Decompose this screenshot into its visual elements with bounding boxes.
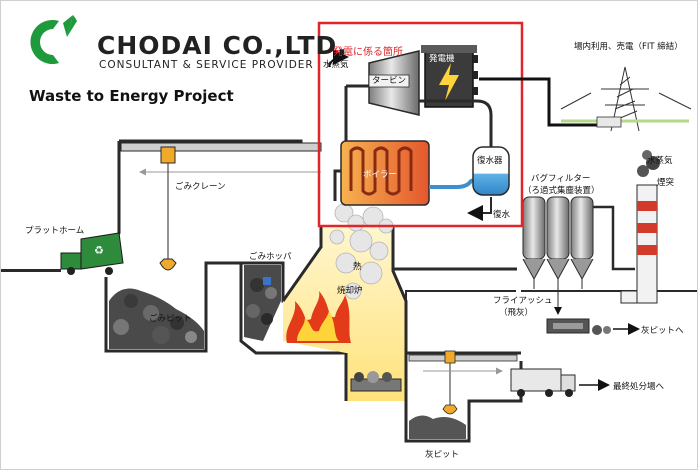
fly-ash-label-1: フライアッシュ bbox=[493, 296, 553, 306]
generator-label: 発電機 bbox=[429, 53, 455, 64]
heat-label: 熱 bbox=[353, 261, 362, 272]
crane-rail bbox=[120, 142, 322, 152]
pit-label: ごみピット bbox=[149, 313, 192, 324]
company-tagline: CONSULTANT & SERVICE PROVIDER bbox=[99, 59, 314, 71]
hopper-wall-left bbox=[239, 263, 346, 355]
project-title: Waste to Energy Project bbox=[29, 87, 234, 105]
steam-flow-arrow bbox=[328, 49, 349, 68]
condensate-arrow bbox=[467, 197, 492, 221]
chimney-icon bbox=[636, 150, 660, 304]
ash-grab-icon bbox=[442, 404, 458, 415]
company-name: CHODAI CO.,LTD. bbox=[97, 31, 348, 60]
company-logo-icon bbox=[30, 15, 77, 65]
ash-pile bbox=[409, 415, 466, 439]
boiler-label: ボイラー bbox=[363, 170, 397, 180]
ash-pit-label: 灰ピット bbox=[425, 449, 459, 460]
hopper-waste bbox=[244, 265, 281, 341]
bag-filter-icon bbox=[522, 196, 594, 289]
crane-grab-icon bbox=[159, 258, 177, 271]
generator-icon bbox=[421, 45, 478, 108]
incinerator-label: 焼却炉 bbox=[337, 285, 363, 296]
turbine-label: タービン bbox=[372, 76, 406, 86]
bag-filter-label-2: （ろ過式集塵装置） bbox=[523, 185, 600, 196]
transmission-tower-icon bbox=[560, 66, 692, 132]
exhaust-steam-pipe bbox=[419, 99, 493, 147]
turbine-icon bbox=[368, 50, 420, 116]
svg-text:♻: ♻ bbox=[94, 244, 104, 257]
to-landfill-label: 最終処分場へ bbox=[613, 381, 665, 392]
garbage-truck-icon: ♻ bbox=[60, 232, 124, 275]
power-use-label: 場内利用、売電（FIT 締結） bbox=[574, 41, 683, 52]
garbage-pit-wall bbox=[104, 261, 241, 353]
boiler-icon bbox=[340, 140, 430, 206]
incinerator-wall bbox=[281, 227, 408, 421]
chimney-label: 煙突 bbox=[657, 177, 675, 188]
condenser-label: 復水器 bbox=[477, 155, 503, 166]
to-ash-pit-label: 灰ピットへ bbox=[641, 325, 684, 336]
ash-crane-rail bbox=[408, 354, 518, 362]
stack-duct bbox=[593, 205, 635, 271]
power-line bbox=[479, 77, 615, 127]
steam-label-top: 水蒸気 bbox=[323, 59, 349, 70]
platform-label: プラットホーム bbox=[25, 226, 84, 236]
ash-conveyor-icon bbox=[546, 318, 611, 335]
ground-left bbox=[1, 269, 61, 272]
water-pipe bbox=[429, 177, 478, 189]
lightning-icon bbox=[439, 63, 459, 101]
fly-ash-label-2: （飛灰） bbox=[499, 307, 533, 318]
crane-label: ごみクレーン bbox=[175, 181, 226, 192]
dump-truck-icon bbox=[510, 368, 576, 397]
condensate-label: 復水 bbox=[493, 209, 511, 220]
highlight-box-label: 発電に係る箇所 bbox=[333, 45, 403, 58]
fire-icon bbox=[286, 291, 351, 343]
power-generation-highlight-box bbox=[317, 21, 524, 228]
steam-stack-label: 水蒸気 bbox=[647, 155, 673, 166]
bag-filter-label-1: バグフィルター bbox=[531, 173, 590, 184]
smoke-icon bbox=[329, 203, 394, 300]
crane-trolley bbox=[160, 146, 176, 164]
hopper-label: ごみホッパ bbox=[249, 251, 292, 262]
condenser-icon bbox=[472, 146, 510, 196]
